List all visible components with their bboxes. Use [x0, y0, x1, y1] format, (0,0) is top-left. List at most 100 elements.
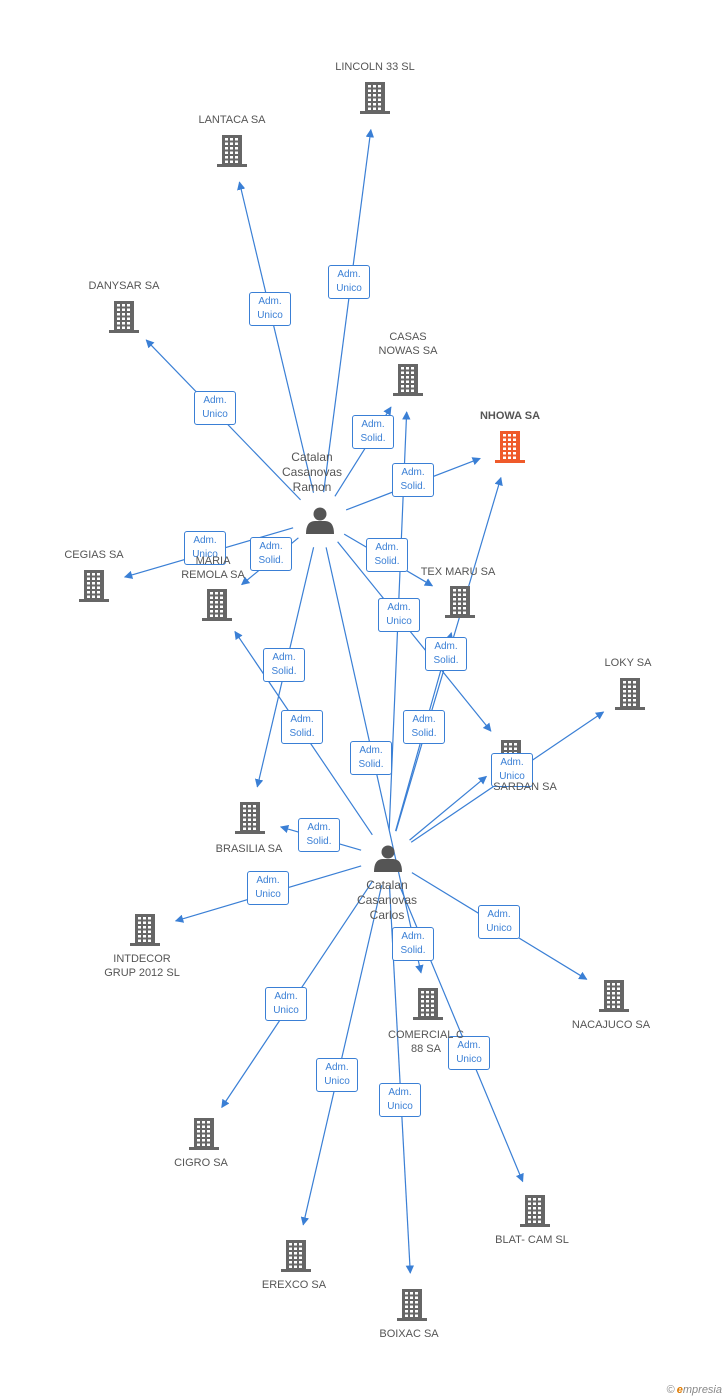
building-icon[interactable] — [393, 364, 423, 396]
company-label-line: BLAT- CAM SL — [495, 1234, 569, 1246]
relation-label-line: Unico — [257, 310, 283, 321]
company-label-line: EREXCO SA — [261, 1279, 327, 1291]
relation-label-carlos-erexco[interactable]: Adm.Unico — [316, 1058, 358, 1092]
building-icon[interactable] — [360, 82, 390, 114]
company-label-line: CASAS — [389, 331, 427, 343]
company-label-line: COMERCIAL C — [388, 1029, 464, 1041]
brand-initial: e — [676, 1384, 683, 1396]
relation-label-ramon-comercial[interactable]: Adm.Solid. — [392, 927, 434, 961]
relation-label-line: Adm. — [359, 745, 383, 756]
relation-label-line: Solid. — [271, 666, 297, 677]
building-icon[interactable] — [109, 301, 139, 333]
relation-label-line: Adm. — [361, 419, 385, 430]
relation-label-ramon-lincoln[interactable]: Adm. Unico — [328, 265, 370, 299]
relation-label-line: Unico — [486, 923, 512, 934]
relation-label-carlos-nhowa[interactable]: Adm.Solid. — [425, 637, 467, 671]
brand-name: mpresia — [682, 1384, 722, 1396]
relation-label-carlos-nacajuco[interactable]: Adm. Unico — [478, 905, 520, 939]
company-label-loky[interactable]: LOKY SA — [605, 656, 652, 670]
company-label-nacajuco[interactable]: NACAJUCO SA — [572, 1018, 650, 1032]
relation-label-carlos-brasilia[interactable]: Adm.Solid. — [298, 818, 340, 852]
company-label-danysar[interactable]: DANYSAR SA — [89, 279, 160, 293]
relation-label-line: Adm. — [337, 269, 361, 280]
building-icon[interactable] — [130, 914, 160, 946]
relation-label-line: Adm. — [412, 714, 436, 725]
company-label-brasilia[interactable]: BRASILIA SA — [216, 842, 283, 856]
company-label-cegias[interactable]: CEGIAS SA — [64, 548, 123, 562]
empresia-logo: ©empresia — [667, 1384, 722, 1396]
company-label-sardan[interactable]: SARDAN SA — [493, 780, 557, 794]
building-icon[interactable] — [217, 135, 247, 167]
building-icon[interactable] — [445, 586, 475, 618]
relation-label-ramon-cegias[interactable]: Adm. Unico — [184, 531, 226, 565]
relation-label-line: Unico — [456, 1054, 482, 1065]
company-label-boixac[interactable]: BOIXAC SA — [379, 1327, 438, 1341]
relation-edge-ramon-lantaca — [237, 181, 315, 493]
relation-label-line: Adm. — [434, 641, 458, 652]
building-icon[interactable] — [202, 589, 232, 621]
relation-label-ramon-danysar[interactable]: Adm.Unico — [194, 391, 236, 425]
company-label-nhowa[interactable]: NHOWA SA — [480, 409, 540, 423]
company-label-erexco[interactable]: EREXCO SA — [262, 1278, 326, 1292]
company-label-line: LINCOLN 33 SL — [335, 61, 415, 73]
building-icon[interactable] — [397, 1289, 427, 1321]
relation-label-ramon-brasilia[interactable]: Adm. Solid. — [263, 648, 305, 682]
relation-label-line: Solid. — [306, 836, 332, 847]
company-label-line: BRASILIA SA — [215, 843, 283, 855]
building-icon[interactable] — [599, 980, 629, 1012]
relation-label-ramon-lantaca[interactable]: Adm.Unico — [249, 292, 291, 326]
relation-label-line: Adm. — [193, 535, 217, 546]
building-icon[interactable] — [495, 431, 525, 463]
relation-label-line: Unico — [336, 283, 362, 294]
building-icon[interactable] — [189, 1118, 219, 1150]
person-icon[interactable] — [306, 507, 334, 535]
company-label-line: MARIA — [195, 555, 231, 567]
relation-label-ramon-remola[interactable]: Adm.Solid. — [250, 537, 292, 571]
company-label-cigro[interactable]: CIGRO SA — [174, 1156, 228, 1170]
building-icon[interactable] — [281, 1240, 311, 1272]
relation-label-line: Adm. — [500, 757, 524, 768]
relation-label-line: Adm. — [272, 652, 296, 663]
relation-label-line: Adm. — [290, 714, 314, 725]
relation-label-carlos-loky[interactable]: Adm. Unico — [491, 753, 533, 787]
relation-label-line: Solid. — [258, 555, 284, 566]
company-label-line: GRUP 2012 SL — [104, 967, 180, 979]
building-icon[interactable] — [235, 802, 265, 834]
relation-label-carlos-intdecor[interactable]: Adm.Unico — [247, 871, 289, 905]
relation-label-line: Adm. — [487, 909, 511, 920]
relation-label-line: Solid. — [374, 556, 400, 567]
relation-label-ramon-nhowa[interactable]: Adm.Solid. — [392, 463, 434, 497]
relation-label-carlos-sardan[interactable]: Adm.Solid. — [403, 710, 445, 744]
relation-label-carlos-blatcam[interactable]: Adm.Unico — [448, 1036, 490, 1070]
relation-label-carlos-remola[interactable]: Adm.Solid. — [350, 741, 392, 775]
relation-label-line: Adm. — [274, 991, 298, 1002]
building-icon[interactable] — [413, 988, 443, 1020]
building-icon[interactable] — [615, 678, 645, 710]
company-label-line: LOKY SA — [604, 657, 652, 669]
relation-label-ramon-casas[interactable]: Adm.Solid. — [352, 415, 394, 449]
relation-edge-carlos-sardan — [409, 775, 488, 841]
relation-label-carlos-boixac[interactable]: Adm.Unico — [379, 1083, 421, 1117]
company-label-lincoln[interactable]: LINCOLN 33 SL — [335, 60, 414, 74]
person-label-line: Catalan — [366, 878, 408, 892]
building-icon[interactable] — [520, 1195, 550, 1227]
relation-label-line: Unico — [192, 549, 218, 560]
company-label-blatcam[interactable]: BLAT- CAM SL — [495, 1233, 569, 1247]
relation-label-ramon-texmaru[interactable]: Adm.Solid. — [366, 538, 408, 572]
person-icon[interactable] — [374, 845, 402, 873]
relation-label-carlos-texmaru[interactable]: Adm.Unico — [378, 598, 420, 632]
relation-label-carlos-casas[interactable]: Adm.Solid. — [281, 710, 323, 744]
relation-label-line: Unico — [499, 771, 525, 782]
company-label-lantaca[interactable]: LANTACA SA — [198, 113, 265, 127]
company-label-line: NHOWA SA — [479, 410, 541, 422]
relation-label-carlos-cigro[interactable]: Adm.Unico — [265, 987, 307, 1021]
company-label-texmaru[interactable]: TEX MARU SA — [421, 565, 496, 579]
company-label-line: REMOLA SA — [181, 569, 245, 581]
building-icon[interactable] — [79, 570, 109, 602]
company-label-remola[interactable]: MARIA REMOLA SA — [181, 554, 245, 582]
